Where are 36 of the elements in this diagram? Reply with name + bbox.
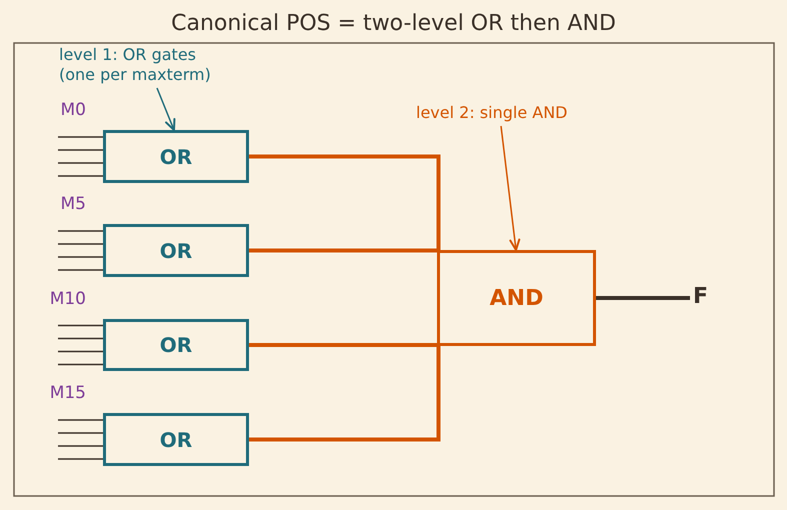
- annotation-text: level 1: OR gates (one per maxterm): [59, 45, 237, 85]
- wire: [249, 343, 438, 347]
- annotation-text: level 2: single AND: [416, 103, 616, 123]
- diagram-title: Canonical POS = two-level OR then AND: [171, 10, 616, 38]
- input-line: [58, 419, 103, 421]
- input-line: [58, 350, 103, 352]
- wire: [249, 154, 440, 251]
- wire: [249, 248, 438, 252]
- input-line: [58, 175, 103, 177]
- output-label: F: [690, 283, 712, 311]
- maxterm-label: M10: [50, 289, 86, 309]
- input-line: [58, 149, 103, 151]
- input-line: [58, 136, 103, 138]
- and-gate: AND: [437, 250, 596, 346]
- leader-arrow: [156, 88, 176, 131]
- or-gate: OR: [103, 224, 249, 277]
- input-line: [58, 364, 103, 366]
- maxterm-label: M15: [50, 383, 86, 403]
- wire: [249, 345, 440, 442]
- or-gate: OR: [103, 319, 249, 371]
- input-line: [58, 269, 103, 271]
- maxterm-label: M0: [60, 100, 86, 120]
- input-line: [58, 338, 103, 340]
- input-line: [58, 256, 103, 258]
- leader-arrow: [500, 126, 520, 251]
- input-line: [58, 432, 103, 434]
- input-line: [58, 230, 103, 232]
- or-gate: OR: [103, 413, 249, 466]
- input-line: [58, 445, 103, 447]
- output-line: [596, 296, 690, 300]
- input-line: [58, 243, 103, 245]
- input-line: [58, 458, 103, 460]
- maxterm-label: M5: [60, 194, 86, 214]
- or-gate: OR: [103, 130, 249, 183]
- input-line: [58, 162, 103, 164]
- input-line: [58, 324, 103, 326]
